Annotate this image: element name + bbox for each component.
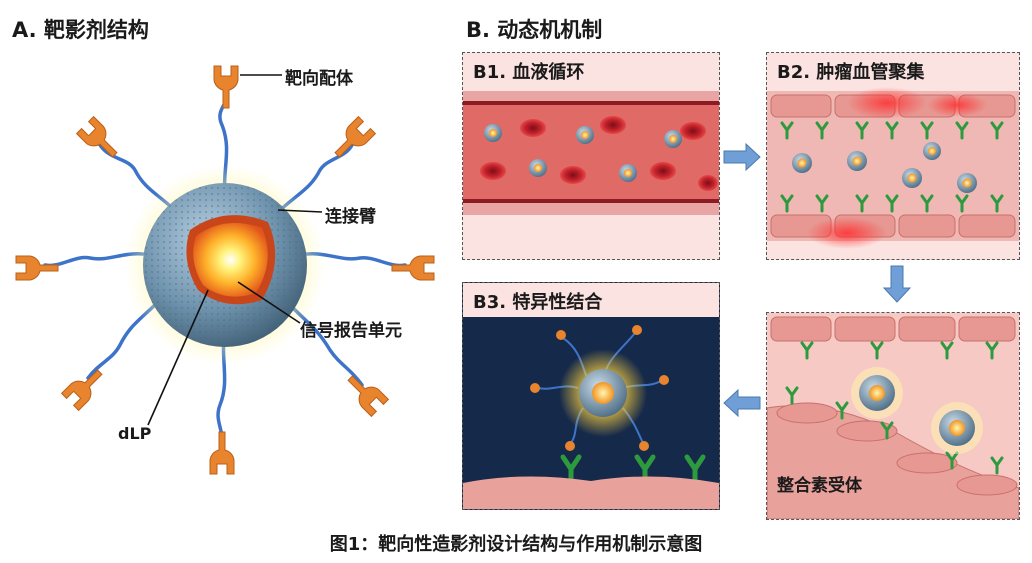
arrow-b2-down	[882, 265, 912, 303]
receptors-b2	[780, 121, 1004, 213]
accumulated-nanoparticles	[792, 142, 977, 193]
b2-tumor-vessel-illustration	[767, 87, 1019, 249]
integrin-binding-illustration	[767, 313, 1019, 519]
panel-integrin-binding: 整合素受体	[766, 312, 1020, 520]
label-signal-reporter: 信号报告单元	[300, 321, 402, 341]
figure-caption: 图1：靶向性造影剂设计结构与作用机制示意图	[329, 534, 703, 555]
panel-b2-tumor-accumulation: B2. 肿瘤血管聚集	[766, 52, 1020, 260]
signal-reporter-core	[193, 223, 268, 297]
b3-nanoparticle-core	[592, 382, 614, 404]
label-core: dLP	[118, 424, 152, 443]
b3-cell-surface	[463, 476, 719, 509]
section-b-title: B. 动态机机制	[466, 18, 603, 42]
label-targeting-ligand: 靶向配体	[285, 69, 353, 89]
panel-b3-specific-binding: B3. 特异性结合	[462, 282, 720, 510]
arrow-b1-to-b2	[723, 142, 761, 172]
panel-b3-title: B3. 特异性结合	[473, 292, 603, 313]
panel-b2-title: B2. 肿瘤血管聚集	[777, 62, 925, 83]
section-a-title: A. 靶影剂结构	[12, 18, 149, 42]
b3-ligands	[530, 325, 669, 451]
circulating-nanoparticles	[484, 124, 682, 182]
arrow-to-b3	[723, 388, 761, 418]
bound-nanoparticles	[851, 367, 983, 454]
nanoparticle-diagram	[15, 65, 435, 475]
b1-vessel-illustration	[463, 91, 719, 215]
panel-b1-title: B1. 血液循环	[473, 62, 585, 83]
red-blood-cells	[480, 116, 718, 191]
panel-b1-circulation: B1. 血液循环	[462, 52, 720, 260]
label-integrin-receptor: 整合素受体	[777, 476, 862, 496]
integrin-receptors	[785, 341, 1004, 475]
label-linker-arm: 连接臂	[325, 207, 376, 227]
b3-binding-illustration	[463, 325, 719, 509]
targeting-ligands	[15, 65, 435, 475]
